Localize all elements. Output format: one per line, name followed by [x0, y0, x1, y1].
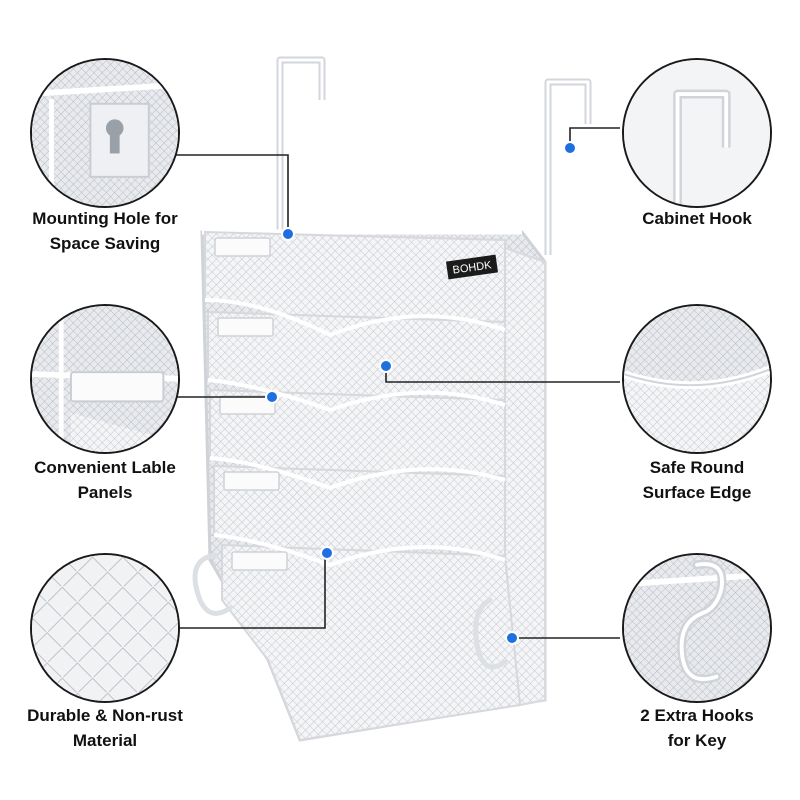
label-panel-icon: [32, 306, 178, 452]
feature-label-line: Mounting Hole for: [32, 209, 178, 228]
detail-label-panel: [30, 304, 180, 454]
feature-label-line: Surface Edge: [642, 483, 752, 502]
round-edge-icon: [624, 306, 770, 452]
feature-label-mounting-hole: Mounting Hole for Space Saving: [0, 206, 210, 256]
brand-tag: BOHDK: [445, 254, 499, 280]
cabinet-hook-icon: [624, 60, 770, 206]
extra-hooks: [192, 552, 508, 670]
feature-label-line: Safe Round: [649, 458, 745, 477]
feature-label-label-panels: Convenient Lable Panels: [0, 455, 210, 505]
organizer-body: [200, 229, 547, 742]
detail-cabinet-hook: [622, 58, 772, 208]
feature-label-line: Durable & Non-rust: [27, 706, 183, 725]
detail-mounting-hole: [30, 58, 180, 208]
feature-label-line: Convenient Lable: [34, 458, 176, 477]
s-hook-icon: [624, 555, 770, 701]
keyhole-mount-icon: [32, 60, 178, 206]
feature-label-line: Panels: [77, 483, 133, 502]
detail-wire-mesh: [30, 553, 180, 703]
feature-label-round-edge: Safe Round Surface Edge: [592, 455, 800, 505]
feature-label-line: Material: [72, 731, 138, 750]
feature-label-line: Cabinet Hook: [642, 209, 752, 228]
cabinet-hooks: [276, 56, 592, 255]
callout-dots: [265, 141, 577, 645]
wire-mesh-icon: [32, 555, 178, 701]
feature-label-extra-hooks: 2 Extra Hooks for Key: [592, 703, 800, 753]
feature-label-line: Space Saving: [49, 234, 161, 253]
detail-extra-hooks: [622, 553, 772, 703]
feature-label-line: for Key: [667, 731, 727, 750]
feature-label-cabinet-hook: Cabinet Hook: [592, 206, 800, 231]
feature-label-line: 2 Extra Hooks: [640, 706, 754, 725]
detail-round-edge: [622, 304, 772, 454]
brand-name: BOHDK: [452, 259, 493, 276]
feature-label-material: Durable & Non-rust Material: [0, 703, 210, 753]
